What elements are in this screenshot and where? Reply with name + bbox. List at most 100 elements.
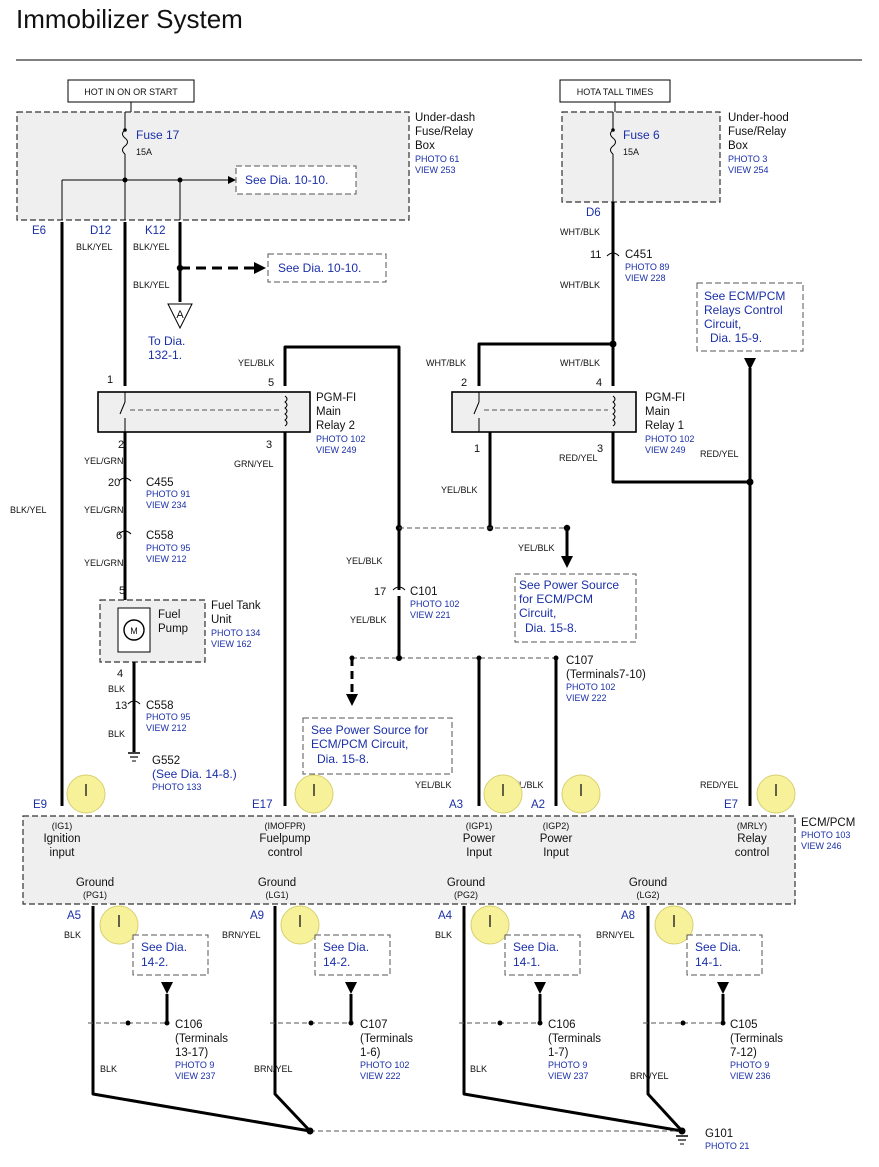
ecm-input-igp1-code: (IGP1) bbox=[466, 821, 493, 831]
relay-2-body bbox=[97, 391, 311, 433]
c455-view: VIEW 234 bbox=[146, 500, 187, 510]
ecm-input-igp1: (IGP1) Power Input bbox=[463, 821, 496, 859]
pin-a9: A9 bbox=[250, 910, 264, 922]
ecm-input-igp2-code: (IGP2) bbox=[543, 821, 570, 831]
wire-label-relay1-pin4: WHT/BLK bbox=[560, 358, 600, 368]
ecm-ground-pg2-code: (PG2) bbox=[454, 890, 478, 900]
ecm-pcm-box bbox=[22, 815, 796, 905]
ecm-input-ig1-l2: input bbox=[50, 847, 76, 859]
c101-view: VIEW 221 bbox=[410, 610, 451, 620]
c107-top-terms: (Terminals7-10) bbox=[566, 669, 646, 681]
connector-c106-c: C106 (Terminals 1-7) PHOTO 9 VIEW 237 bbox=[548, 1019, 601, 1081]
relay1-pin1: 1 bbox=[474, 443, 480, 455]
ecm-relays-ref-3: Circuit, bbox=[704, 317, 741, 331]
fuel-tank-view: VIEW 162 bbox=[211, 639, 252, 649]
underdash-name-3: Box bbox=[415, 140, 435, 152]
ecm-relays-ref-1: See ECM/PCM bbox=[704, 289, 785, 303]
pin-e6: E6 bbox=[32, 225, 46, 237]
ecm-ground-pg1-code: (PG1) bbox=[83, 890, 107, 900]
relay1-view: VIEW 249 bbox=[645, 445, 686, 455]
marker-a3-icon bbox=[483, 774, 523, 814]
c558b-name: C558 bbox=[146, 700, 174, 712]
bc1-t2: 13-17) bbox=[175, 1047, 208, 1059]
ecm-input-imofpr-l2: control bbox=[268, 847, 303, 859]
relay-2-switch-icon bbox=[119, 392, 288, 432]
ps-ref2-2: ECM/PCM Circuit, bbox=[311, 737, 408, 751]
ground-ref-4-l1: See Dia. bbox=[695, 940, 741, 954]
connector-c105-d: C105 (Terminals 7-12) PHOTO 9 VIEW 236 bbox=[730, 1019, 783, 1081]
fuse-17-amps: 15A bbox=[136, 147, 152, 157]
ecm-ground-lg2: Ground (LG2) bbox=[629, 877, 667, 900]
c558a-view: VIEW 212 bbox=[146, 554, 187, 564]
ground-ref-2-l1: See Dia. bbox=[323, 940, 369, 954]
fuel-pump-2: Pump bbox=[158, 623, 188, 635]
wire-label-c101-bottom: YEL/BLK bbox=[350, 615, 387, 625]
ecm-input-igp2-l1: Power bbox=[540, 833, 573, 845]
ecm-input-ig1-code: (IG1) bbox=[52, 821, 73, 831]
relay1-pin3: 3 bbox=[597, 443, 603, 455]
bc4-t1: (Terminals bbox=[730, 1033, 783, 1045]
marker-a2-icon bbox=[561, 774, 601, 814]
ecm-ground-pg2: Ground (PG2) bbox=[447, 877, 485, 900]
ecm-input-imofpr-l1: Fuelpump bbox=[259, 833, 310, 845]
c101-name: C101 bbox=[410, 586, 438, 598]
underhood-view: VIEW 254 bbox=[728, 165, 769, 175]
wire-label-bottom-1: BLK bbox=[100, 1064, 117, 1074]
wire-label-c101-top: YEL/BLK bbox=[346, 556, 383, 566]
connector-c107-b: C107 (Terminals 1-6) PHOTO 102 VIEW 222 bbox=[360, 1019, 413, 1081]
ground-ref-2-box bbox=[314, 934, 391, 976]
ecm-input-mrly-code: (MRLY) bbox=[737, 821, 767, 831]
page-title: Immobilizer System bbox=[16, 4, 243, 34]
ecm-ground-pg1-l1: Ground bbox=[76, 877, 114, 889]
pin-k12: K12 bbox=[145, 225, 165, 237]
g101-photo: PHOTO 21 bbox=[705, 1141, 749, 1151]
bc3-t1: (Terminals bbox=[548, 1033, 601, 1045]
g552-see: (See Dia. 14-8.) bbox=[152, 767, 237, 781]
to-dia-marker: A bbox=[176, 309, 184, 321]
bc3-photo: PHOTO 9 bbox=[548, 1060, 587, 1070]
relay2-pin5: 5 bbox=[268, 377, 274, 389]
wire-label-c558a: YEL/GRN bbox=[84, 558, 124, 568]
wire-label-relay2-pin3: GRN/YEL bbox=[234, 459, 274, 469]
bc2-name: C107 bbox=[360, 1019, 388, 1031]
ecm-input-igp1-l2: Input bbox=[466, 847, 492, 859]
marker-e9-icon bbox=[66, 774, 106, 814]
wire-label-k12-a: BLK/YEL bbox=[133, 242, 170, 252]
ecm-input-igp1-l1: Power bbox=[463, 833, 496, 845]
c451-view: VIEW 228 bbox=[625, 273, 666, 283]
relay2-pin1: 1 bbox=[107, 374, 113, 386]
bc1-t1: (Terminals bbox=[175, 1033, 228, 1045]
ecm-ground-lg2-l1: Ground bbox=[629, 877, 667, 889]
pin-d12: D12 bbox=[90, 225, 111, 237]
wire-label-bottom-3: BLK bbox=[470, 1064, 487, 1074]
ground-ref-2-l2: 14-2. bbox=[323, 955, 350, 969]
wire-label-e6: BLK/YEL bbox=[10, 505, 47, 515]
relay1-pin4: 4 bbox=[596, 377, 602, 389]
relay2-name-3: Relay 2 bbox=[316, 420, 355, 432]
marker-a9-icon bbox=[280, 905, 320, 945]
see-dia-10-10-k12: See Dia. 10-10. bbox=[278, 261, 361, 275]
bc2-t2: 1-6) bbox=[360, 1047, 381, 1059]
fuse-6-label: Fuse 6 bbox=[623, 128, 660, 142]
wire-label-d6: WHT/BLK bbox=[560, 227, 600, 237]
bc1-view: VIEW 237 bbox=[175, 1071, 216, 1081]
ecm-input-igp2-l2: Input bbox=[543, 847, 569, 859]
ecm-ground-lg1: Ground (LG1) bbox=[258, 877, 296, 900]
bc3-t2: 1-7) bbox=[548, 1047, 569, 1059]
pin-a2: A2 bbox=[531, 799, 545, 811]
fuel-tank-name-1: Fuel Tank bbox=[211, 600, 261, 612]
fuse-17-icon bbox=[122, 112, 128, 220]
relay-1-body bbox=[451, 391, 637, 433]
c107-top-photo: PHOTO 102 bbox=[566, 682, 615, 692]
ecm-input-imofpr-code: (IMOFPR) bbox=[265, 821, 306, 831]
relay2-pin3: 3 bbox=[266, 439, 272, 451]
wire-pg2 bbox=[462, 906, 683, 1133]
fuse-6-amps: 15A bbox=[623, 147, 639, 157]
bc2-photo: PHOTO 102 bbox=[360, 1060, 409, 1070]
ecm-input-igp2: (IGP2) Power Input bbox=[540, 821, 573, 859]
ecm-relays-ref-box bbox=[696, 282, 804, 352]
wire-label-mrly-bottom: RED/YEL bbox=[700, 780, 739, 790]
wire-relay1-pin2 bbox=[477, 342, 613, 386]
bc4-photo: PHOTO 9 bbox=[730, 1060, 769, 1070]
ground-ref-4-box bbox=[686, 934, 763, 976]
